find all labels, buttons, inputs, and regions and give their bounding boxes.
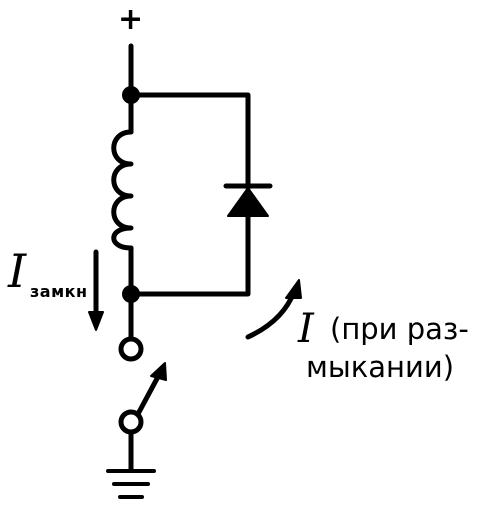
current-open-caption-line1: (при раз- — [330, 312, 469, 346]
supply-plus-label: + — [118, 2, 144, 37]
diode-triangle — [227, 187, 269, 217]
current-closed-label: I — [8, 244, 27, 298]
diode-top-wire — [128, 92, 251, 191]
ground-symbol — [106, 469, 156, 499]
current-open-arrowhead — [285, 279, 302, 299]
inductor-coil — [111, 129, 134, 251]
diode-bottom-wire — [128, 213, 251, 297]
switch-lever-arrowhead — [150, 362, 167, 381]
switch-upper-contact — [118, 336, 144, 362]
current-closed-subscript: замкн — [30, 282, 88, 301]
switch-lever — [135, 370, 163, 417]
current-closed-arrowhead — [88, 311, 104, 331]
junction-dot-top — [122, 86, 140, 104]
current-open-label: I — [298, 306, 314, 352]
current-open-caption-line2: мыкании) — [306, 350, 455, 384]
junction-dot-bottom — [122, 285, 140, 303]
